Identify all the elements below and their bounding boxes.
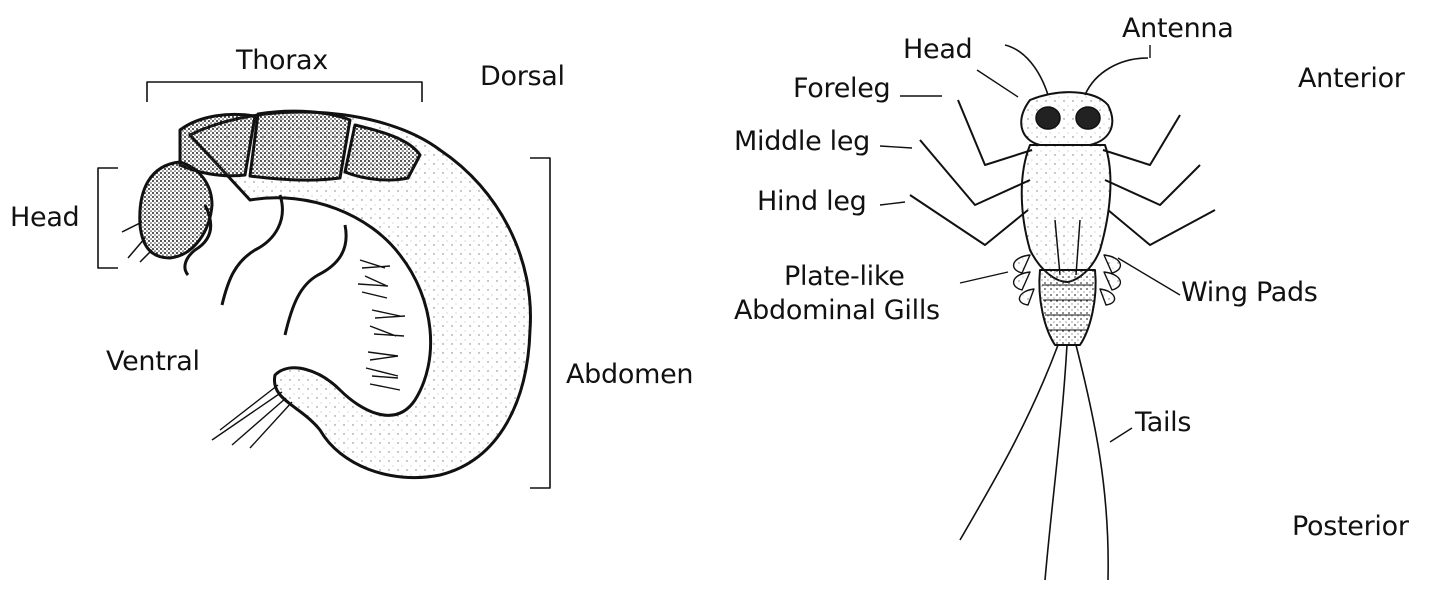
- label-gills-line1: Plate-like: [784, 262, 905, 292]
- thorax-plate-2: [250, 111, 350, 180]
- nymph-eye-left: [1036, 107, 1060, 129]
- label-dorsal: Dorsal: [480, 62, 565, 92]
- nymph-antenna-left: [1005, 45, 1048, 95]
- label-anterior: Anterior: [1298, 64, 1405, 94]
- nymph-eye-right: [1076, 107, 1100, 129]
- label-head-right: Head: [903, 35, 972, 65]
- label-abdomen: Abdomen: [566, 360, 693, 390]
- label-wing-pads: Wing Pads: [1181, 278, 1318, 308]
- label-tails: Tails: [1135, 408, 1191, 438]
- larva-side-view: [98, 82, 550, 488]
- label-foreleg: Foreleg: [793, 74, 890, 104]
- label-posterior: Posterior: [1292, 512, 1409, 542]
- nymph-abdomen: [1039, 270, 1095, 345]
- thorax-bracket: [147, 82, 422, 102]
- nymph-thorax: [1022, 145, 1111, 282]
- larva-gill-tufts: [358, 260, 405, 390]
- label-middle-leg: Middle leg: [734, 127, 870, 157]
- label-ventral: Ventral: [106, 347, 200, 377]
- abdomen-bracket: [530, 158, 550, 488]
- larva-leg-3: [285, 225, 346, 335]
- label-head-left: Head: [10, 203, 79, 233]
- head-bracket: [98, 168, 118, 268]
- label-antenna: Antenna: [1122, 14, 1233, 44]
- label-gills-line2: Abdominal Gills: [734, 296, 940, 326]
- label-thorax: Thorax: [236, 46, 328, 76]
- nymph-antenna-right: [1085, 58, 1148, 95]
- larva-leg-2: [222, 195, 282, 305]
- nymph-tails: [960, 345, 1108, 580]
- label-hind-leg: Hind leg: [757, 187, 867, 217]
